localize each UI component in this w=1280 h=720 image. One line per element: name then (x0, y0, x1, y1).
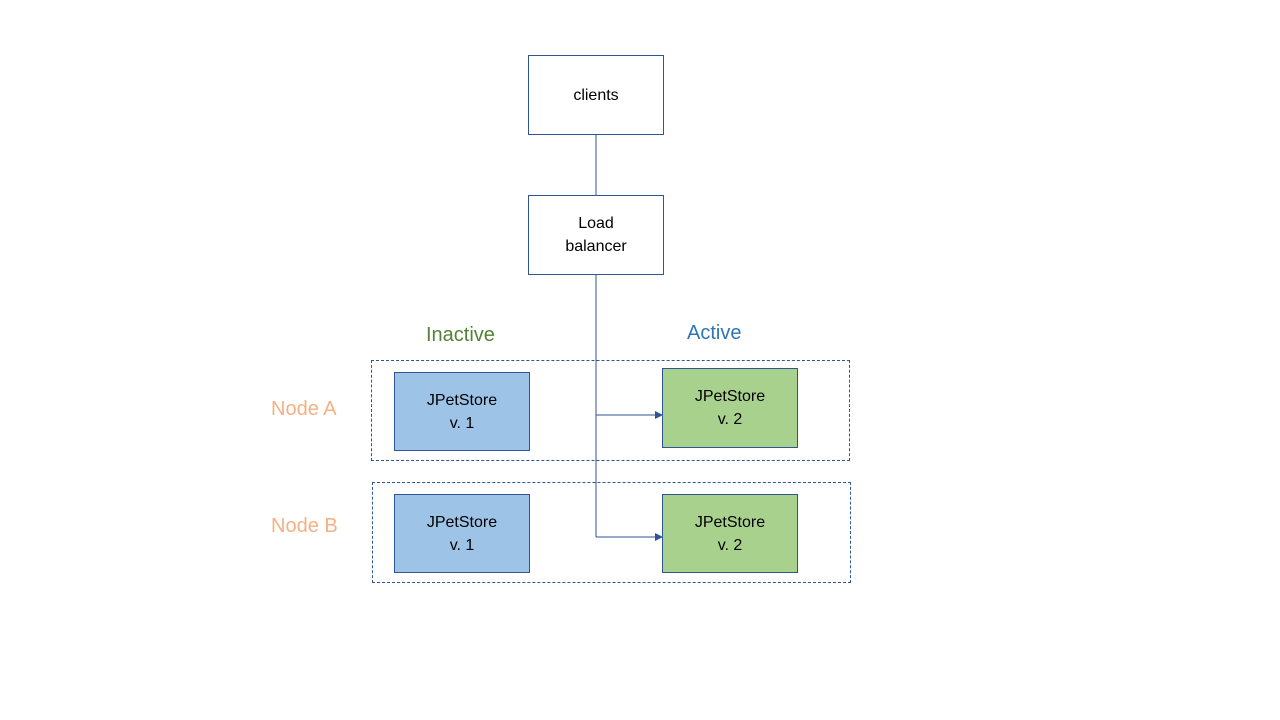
load-balancer-label-line2: balancer (565, 238, 627, 255)
node-a-active-app: JPetStore v. 2 (662, 368, 798, 448)
load-balancer-box: Load balancer (528, 195, 664, 275)
inactive-column-label: Inactive (426, 324, 495, 346)
node-b-active-app: JPetStore v. 2 (662, 494, 798, 573)
node-a-frame (371, 360, 850, 461)
app-version: v. 2 (717, 411, 743, 428)
clients-box: clients (528, 55, 664, 135)
app-name: JPetStore (426, 391, 498, 409)
app-version: v. 2 (717, 536, 743, 554)
app-name: JPetStore (426, 513, 498, 531)
node-b-label: Node B (271, 515, 338, 537)
app-version: v. 1 (449, 414, 475, 432)
node-a-label: Node A (271, 398, 337, 420)
app-name: JPetStore (694, 513, 766, 531)
active-column-label: Active (687, 322, 742, 344)
app-version: v. 1 (449, 536, 475, 554)
load-balancer-label-line1: Load (578, 215, 614, 232)
node-b-inactive-app: JPetStore v. 1 (394, 494, 530, 573)
node-a-inactive-app: JPetStore v. 1 (394, 372, 530, 451)
app-name: JPetStore (694, 388, 766, 405)
clients-label: clients (573, 86, 619, 104)
node-b-frame (372, 482, 851, 583)
